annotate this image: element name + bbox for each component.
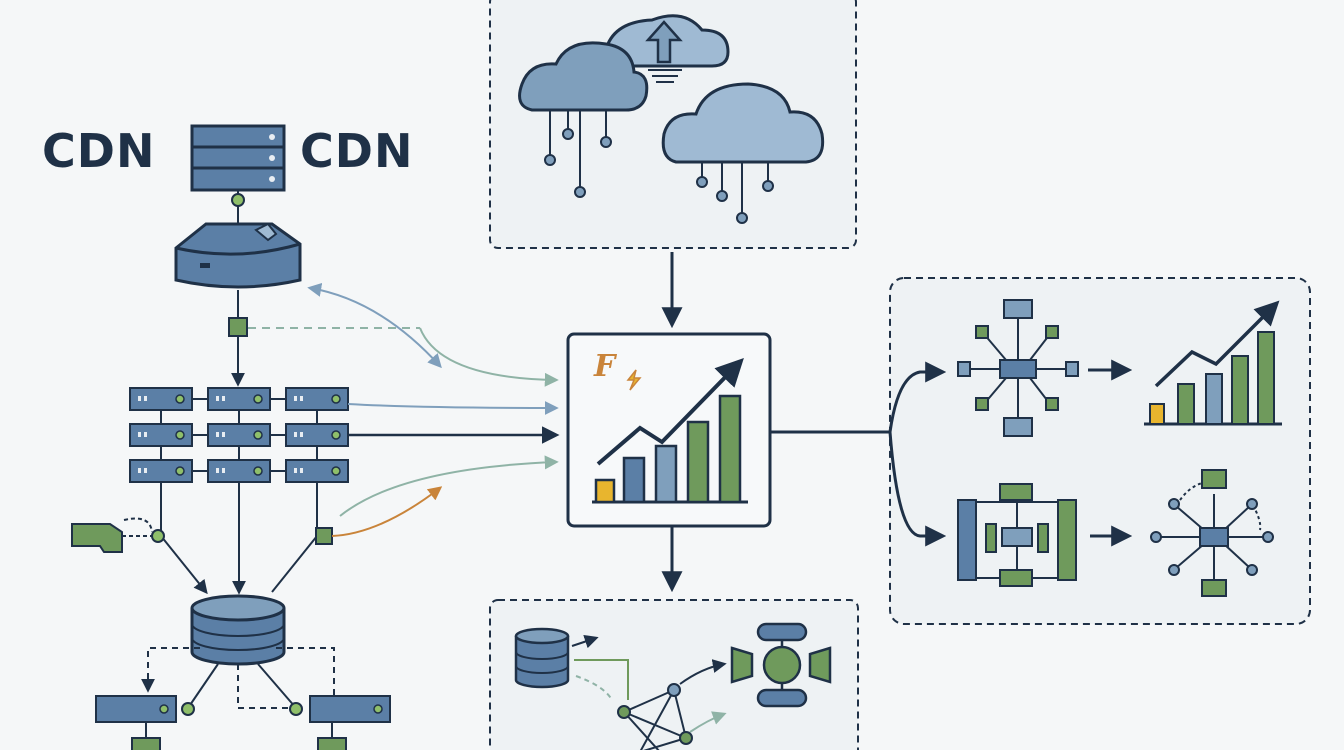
bar-chart-icon (1144, 300, 1282, 426)
analytics-chart-icon (592, 357, 748, 504)
hub-icon (957, 299, 1079, 437)
database-icon (190, 594, 286, 666)
cdn-server-icon (190, 124, 286, 192)
analytics-mark: F (594, 349, 616, 384)
database-icon-small (514, 627, 570, 689)
cdn-label-left: CDN (42, 124, 156, 178)
router-icon (174, 222, 302, 289)
cloud-icon (518, 14, 825, 164)
upload-icon (645, 20, 683, 83)
gear-node-icon (730, 622, 832, 708)
cdn-label-right: CDN (300, 124, 414, 178)
switch-node (228, 317, 248, 337)
pipe-icon (71, 517, 153, 553)
network-mesh-icon (617, 683, 693, 750)
server-rack-grid (129, 387, 349, 483)
network-graph-icon (1150, 469, 1274, 597)
flow-diagram-icon (957, 483, 1077, 587)
